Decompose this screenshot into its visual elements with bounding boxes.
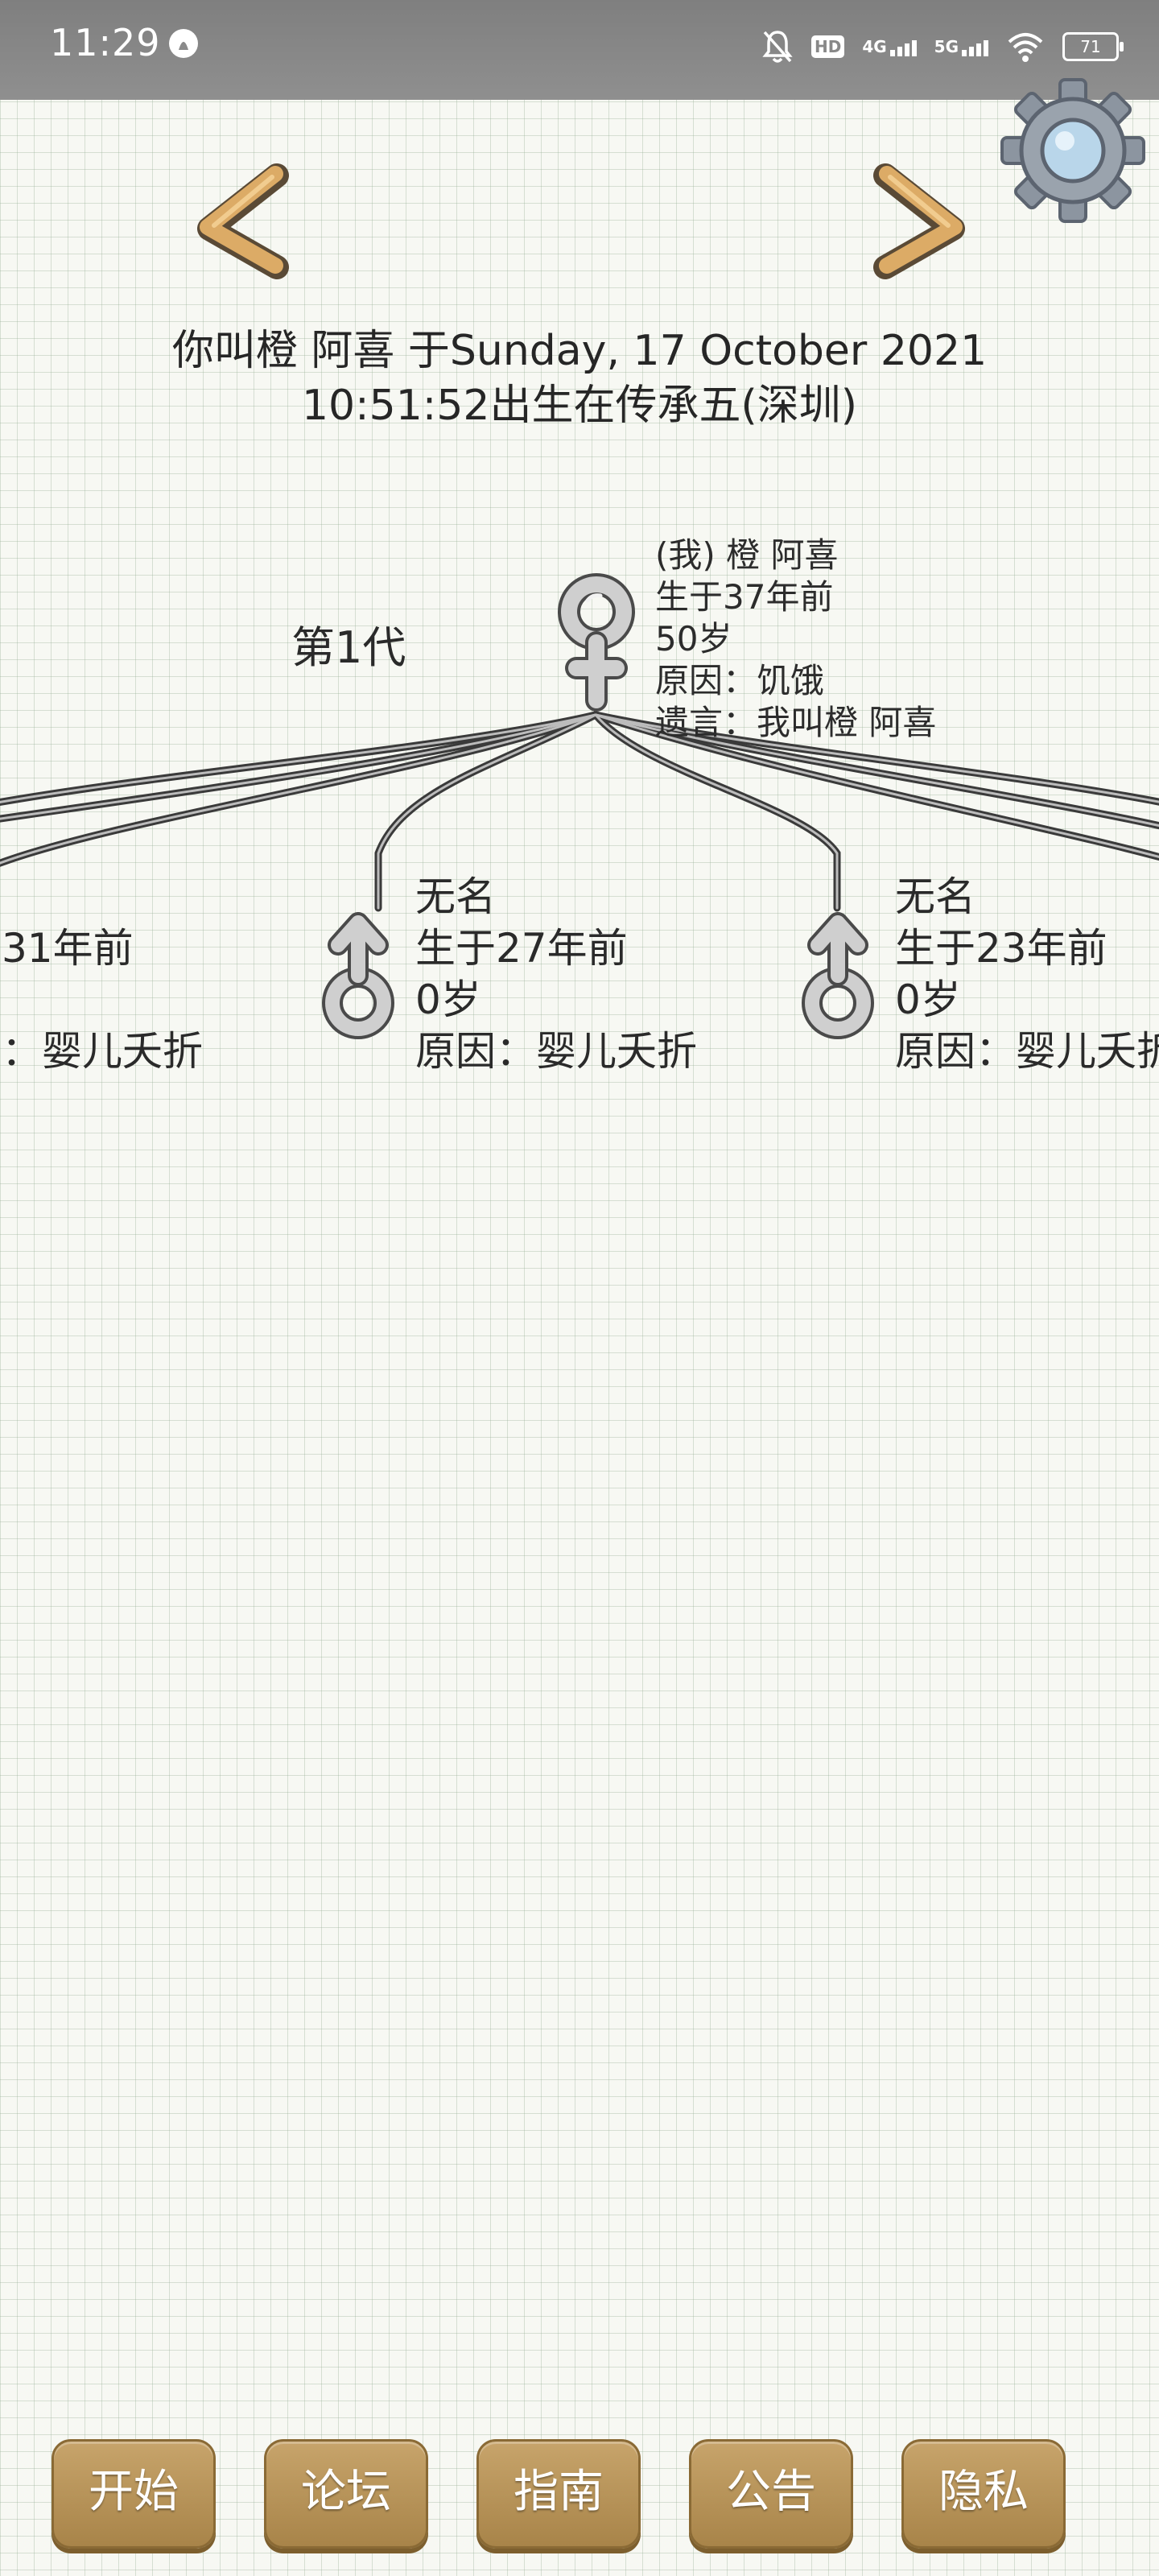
child-info-1: 名 于31年前 因：婴儿夭折 bbox=[0, 871, 203, 1077]
birth-info: 你叫橙 阿喜 于Sunday, 17 October 2021 10:51:52… bbox=[97, 324, 1062, 433]
child-name: 无名 bbox=[895, 873, 975, 920]
status-icons: HD 4G 5G 71 bbox=[761, 24, 1124, 69]
birth-info-line2: 10:51:52出生在传承五(深圳) bbox=[301, 382, 858, 430]
birth-info-line1: 你叫橙 阿喜 于Sunday, 17 October 2021 bbox=[171, 327, 988, 375]
sim2-network-label: 5G bbox=[934, 37, 959, 56]
app-notification-icon bbox=[169, 29, 198, 58]
child-born: 于31年前 bbox=[0, 925, 134, 972]
forum-button[interactable]: 论坛 bbox=[264, 2439, 428, 2549]
female-symbol-icon[interactable] bbox=[552, 572, 641, 716]
next-arrow-icon[interactable] bbox=[869, 161, 974, 282]
self-cause: 原因：饥饿 bbox=[655, 661, 825, 700]
status-time: 11:29 bbox=[50, 21, 161, 64]
self-born: 生于37年前 bbox=[655, 577, 834, 617]
child-cause: 原因：婴儿夭折 bbox=[415, 1028, 697, 1075]
announcement-button[interactable]: 公告 bbox=[689, 2439, 853, 2549]
self-age: 50岁 bbox=[655, 619, 732, 658]
child-age: 0岁 bbox=[895, 976, 961, 1023]
status-bar: 11:29 HD 4G 5G 71 bbox=[0, 0, 1159, 100]
wifi-icon bbox=[1008, 33, 1043, 62]
battery-level: 71 bbox=[1080, 37, 1101, 56]
privacy-button[interactable]: 隐私 bbox=[901, 2439, 1066, 2549]
sim2-signal-icon: 5G bbox=[934, 37, 988, 56]
settings-gear-icon[interactable] bbox=[996, 74, 1149, 227]
child-age bbox=[0, 974, 203, 1026]
child-cause: 原因：婴儿夭折 bbox=[895, 1028, 1159, 1075]
child-born: 生于23年前 bbox=[895, 925, 1107, 972]
bottom-nav: 开始 论坛 指南 公告 隐私 bbox=[0, 2439, 1159, 2552]
start-button[interactable]: 开始 bbox=[52, 2439, 216, 2549]
self-will: 遗言：我叫橙 阿喜 bbox=[655, 703, 937, 742]
mute-bell-icon bbox=[762, 31, 793, 63]
self-name: (我) 橙 阿喜 bbox=[655, 535, 839, 575]
sim1-signal-icon: 4G bbox=[862, 37, 917, 56]
self-node-info: (我) 橙 阿喜 生于37年前 50岁 原因：饥饿 遗言：我叫橙 阿喜 bbox=[655, 535, 936, 744]
children-row: 名 于31年前 因：婴儿夭折 无名 生于27年前 0岁 原因：婴儿夭折 bbox=[0, 853, 1159, 1095]
child-info-3: 无名 生于23年前 0岁 原因：婴儿夭折 bbox=[895, 871, 1159, 1077]
child-name: 无名 bbox=[415, 873, 496, 920]
guide-button[interactable]: 指南 bbox=[476, 2439, 641, 2549]
generation-label: 第1代 bbox=[291, 622, 406, 673]
child-name: 名 bbox=[0, 871, 203, 923]
battery-icon: 71 bbox=[1062, 32, 1124, 61]
child-age: 0岁 bbox=[415, 976, 481, 1023]
child-cause: 因：婴儿夭折 bbox=[0, 1028, 203, 1075]
sim1-network-label: 4G bbox=[862, 37, 887, 56]
child-born: 生于27年前 bbox=[415, 925, 628, 972]
child-info-2: 无名 生于27年前 0岁 原因：婴儿夭折 bbox=[415, 871, 697, 1077]
hd-voice-badge: HD bbox=[810, 35, 845, 58]
male-symbol-icon[interactable] bbox=[314, 908, 402, 1045]
male-symbol-icon[interactable] bbox=[794, 908, 882, 1045]
previous-arrow-icon[interactable] bbox=[187, 161, 291, 282]
